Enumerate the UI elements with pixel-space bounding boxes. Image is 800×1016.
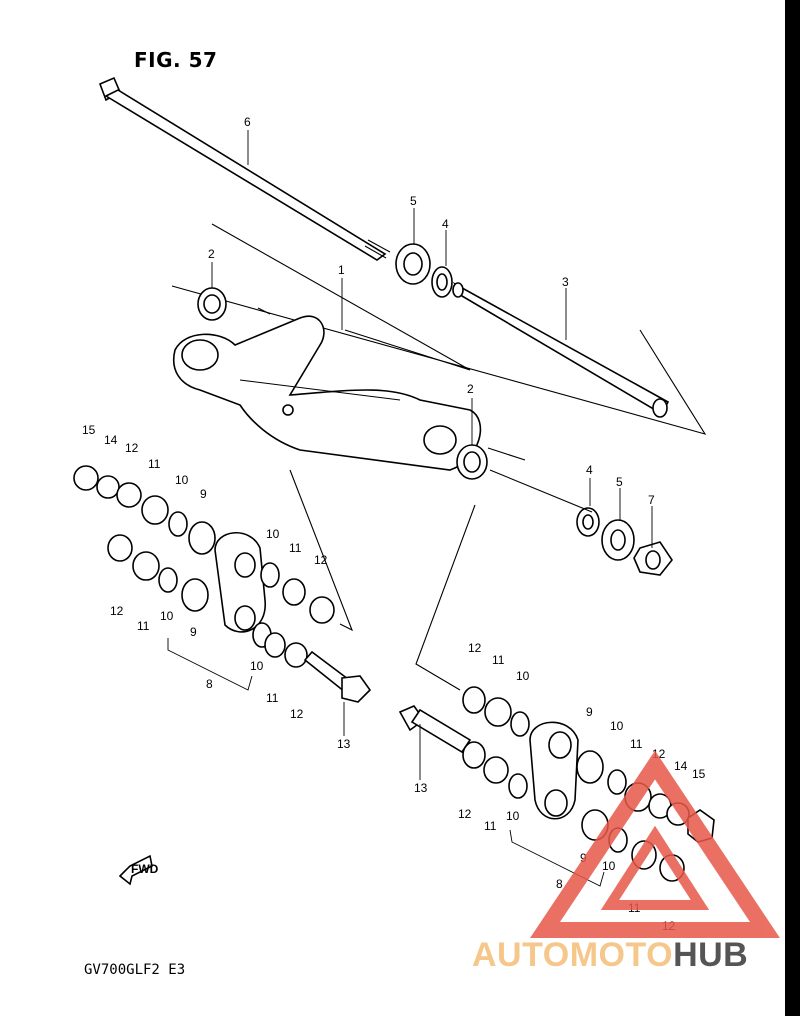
- callout: 11: [484, 819, 497, 833]
- callout: 10: [610, 719, 624, 733]
- callout: 9: [190, 625, 197, 639]
- callout: 5: [616, 475, 623, 489]
- callout: 14: [104, 433, 118, 447]
- callout: 13: [337, 737, 351, 751]
- fwd-label: FWD: [131, 862, 159, 876]
- callout: 2: [208, 247, 215, 261]
- callout: 10: [175, 473, 189, 487]
- callout: 12: [314, 553, 328, 567]
- callout: 11: [630, 737, 643, 751]
- callout: 10: [602, 859, 616, 873]
- callout: 10: [506, 809, 520, 823]
- bearing-left: [197, 287, 227, 321]
- seal-right: [601, 519, 635, 561]
- axle-bolt: [98, 76, 391, 261]
- callout: 14: [674, 759, 688, 773]
- callout: 15: [82, 423, 96, 437]
- callout: 13: [414, 781, 428, 795]
- callout: 12: [458, 807, 472, 821]
- callout: 12: [125, 441, 139, 455]
- linkage-right: [398, 686, 715, 887]
- callout: 11: [148, 457, 161, 471]
- callout: 10: [250, 659, 264, 673]
- model-code: GV700GLF2 E3: [84, 962, 186, 978]
- linkage-left: [73, 465, 372, 703]
- callout: 3: [562, 275, 569, 289]
- callout: 6: [244, 115, 251, 129]
- callout: 10: [516, 669, 530, 683]
- callout: 10: [160, 609, 174, 623]
- callout: 12: [110, 604, 124, 618]
- callout: 7: [648, 493, 655, 507]
- swingarm: [173, 307, 482, 471]
- sleeve: [452, 281, 670, 418]
- callout: 4: [586, 463, 593, 477]
- callout: 1: [338, 263, 345, 277]
- washer-top: [431, 266, 453, 298]
- nut-right: [633, 541, 673, 576]
- callout: 4: [442, 217, 449, 231]
- figure-title: FIG. 57: [134, 48, 218, 72]
- seal-top: [395, 243, 431, 285]
- callout: 11: [137, 619, 150, 633]
- callout: 8: [206, 677, 213, 691]
- callout: 10: [266, 527, 280, 541]
- watermark-text: AUTOMOTOHUB: [472, 936, 748, 975]
- watermark-brand-part1: AUTOMOTO: [472, 936, 674, 974]
- callout: 5: [410, 194, 417, 208]
- callout: 11: [289, 541, 302, 555]
- callout: 11: [266, 691, 279, 705]
- callout: 2: [467, 382, 474, 396]
- fwd-arrow: FWD: [118, 854, 159, 886]
- callout-labels: 6 5 4 3 2 1 2 15 14 12 11 10 9 4 5 7 10 …: [82, 115, 706, 933]
- washer-right: [576, 507, 600, 537]
- callout: 12: [468, 641, 482, 655]
- callout: 8: [556, 877, 563, 891]
- callout: 9: [200, 487, 207, 501]
- watermark-logo: [530, 750, 780, 938]
- callout: 12: [290, 707, 304, 721]
- watermark-brand-part2: HUB: [673, 936, 749, 974]
- bearing-right: [456, 444, 526, 480]
- callout: 9: [586, 705, 593, 719]
- callout: 15: [692, 767, 706, 781]
- callout: 11: [492, 653, 505, 667]
